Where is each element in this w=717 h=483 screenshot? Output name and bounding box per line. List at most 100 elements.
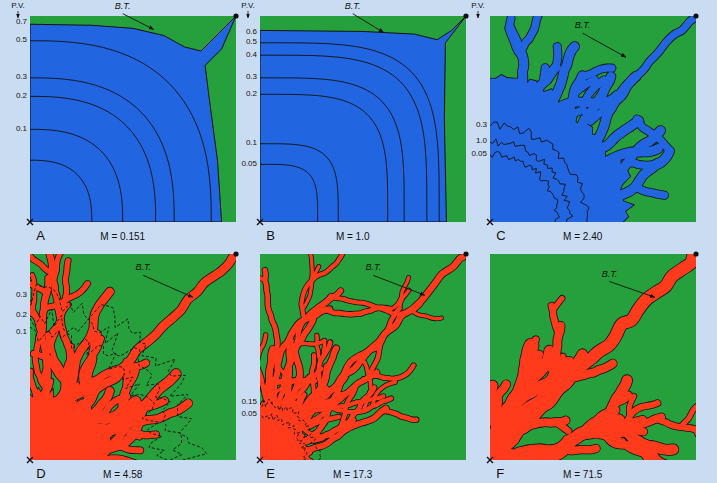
injection-well — [257, 457, 263, 463]
viscous-finger — [510, 28, 524, 101]
finger-outline — [382, 411, 417, 419]
panel-ground — [30, 16, 236, 222]
viscous-finger — [59, 439, 140, 450]
front-outline — [490, 16, 696, 222]
mobility-ratio: M = 1.0 — [336, 231, 370, 242]
pore-volume-value: 1.0 — [476, 137, 487, 146]
pore-volume-contour — [490, 151, 559, 222]
viscous-finger — [490, 368, 562, 460]
viscous-finger — [382, 411, 417, 419]
leader-lines — [123, 14, 655, 298]
viscous-finger — [121, 428, 156, 435]
viscous-finger — [48, 335, 67, 382]
finger-outline — [260, 335, 266, 364]
pore-volume-contour — [260, 399, 322, 460]
pore-volume-contour — [490, 139, 573, 222]
viscous-finger — [681, 407, 696, 427]
viscous-finger — [412, 311, 441, 319]
breakthrough-label: B.T. — [600, 270, 620, 280]
injection-well — [27, 219, 33, 225]
breakthrough-label: B.T. — [573, 21, 593, 31]
pore-volume-value: 0.15 — [241, 398, 257, 407]
axis-title: P.V. — [241, 2, 254, 11]
panel-ground — [260, 254, 466, 460]
pore-volume-contour — [30, 96, 156, 222]
finger-outline — [412, 311, 441, 319]
finger-outline — [317, 335, 321, 360]
panel-grounds — [30, 16, 696, 460]
pore-volume-contour — [30, 285, 207, 460]
finger-outline — [368, 308, 400, 378]
pore-volume-contour — [30, 160, 92, 222]
displacing-fluid — [260, 254, 466, 460]
viscous-finger — [260, 335, 266, 364]
sweep-pattern — [260, 16, 466, 222]
viscous-finger — [317, 335, 321, 360]
pore-volume-value: 0.5 — [246, 38, 257, 47]
finger-pattern — [490, 254, 696, 460]
displacing-fluid — [490, 254, 696, 460]
front-outline — [30, 254, 236, 460]
pore-volume-contour — [30, 327, 167, 460]
panel-letter: E — [266, 467, 275, 481]
pore-volume-value: 0.7 — [16, 18, 27, 27]
injection-well — [257, 219, 263, 225]
front-outline — [490, 254, 696, 460]
mobility-ratio: M = 4.58 — [103, 469, 142, 480]
panel-letter: B — [266, 229, 275, 243]
pore-volume-contour — [30, 309, 182, 460]
viscous-finger — [324, 308, 389, 315]
pore-volume-contour — [260, 55, 427, 222]
mobility-ratio: M = 71.5 — [563, 469, 602, 480]
viscous-finger — [614, 423, 673, 450]
viscous-finger — [30, 427, 121, 460]
viscous-finger — [30, 260, 47, 294]
sweep-pattern — [30, 16, 236, 222]
pore-volume-value: 0.2 — [16, 92, 27, 101]
pore-volume-value: 0.1 — [16, 125, 27, 134]
leader-line — [609, 282, 654, 298]
injection-well — [27, 457, 33, 463]
pore-volume-value: 0.1 — [16, 328, 27, 337]
panel-letter: D — [36, 467, 45, 481]
finger-outline — [309, 254, 312, 281]
pore-volume-value: 0.6 — [246, 28, 257, 37]
pore-volume-value: 0.05 — [471, 150, 487, 159]
viscous-finger — [30, 363, 146, 460]
breakthrough-label: B.T. — [113, 2, 133, 12]
displacing-fluid — [490, 16, 696, 222]
injection-well — [487, 219, 493, 225]
pore-volume-contour — [260, 43, 439, 222]
pore-volume-value: 0.3 — [246, 73, 257, 82]
viscous-finger — [309, 254, 312, 281]
leader-line — [583, 33, 626, 57]
axis-title: P.V. — [471, 2, 484, 11]
production-well — [693, 251, 698, 256]
pore-volume-value: 0.2 — [16, 311, 27, 320]
viscous-finger — [368, 308, 400, 378]
mobility-ratio: M = 0.151 — [100, 231, 145, 242]
breakthrough-label: B.T. — [133, 263, 153, 273]
finger-pattern — [260, 254, 466, 460]
viscous-finger — [551, 98, 618, 114]
breakthrough-label: B.T. — [363, 263, 383, 273]
panel-letter: F — [496, 467, 504, 481]
well-symbols — [18, 11, 699, 463]
pore-volume-contour — [260, 78, 404, 222]
panel-ground — [490, 16, 696, 222]
viscous-finger — [260, 372, 377, 460]
panel-letter: C — [496, 229, 505, 243]
pore-volume-contour — [30, 41, 211, 222]
viscous-finger — [290, 340, 325, 345]
panel-ground — [30, 254, 236, 460]
leader-line — [373, 275, 425, 295]
leader-line — [143, 275, 192, 297]
displacing-fluid — [30, 254, 236, 460]
pore-volume-value: 0.2 — [246, 90, 257, 99]
viscous-finger — [301, 427, 334, 437]
pore-volume-value: 0.5 — [16, 36, 27, 45]
pore-volume-contour — [260, 164, 318, 222]
pore-volume-contour — [30, 129, 123, 222]
axis-title: P.V. — [11, 2, 24, 11]
